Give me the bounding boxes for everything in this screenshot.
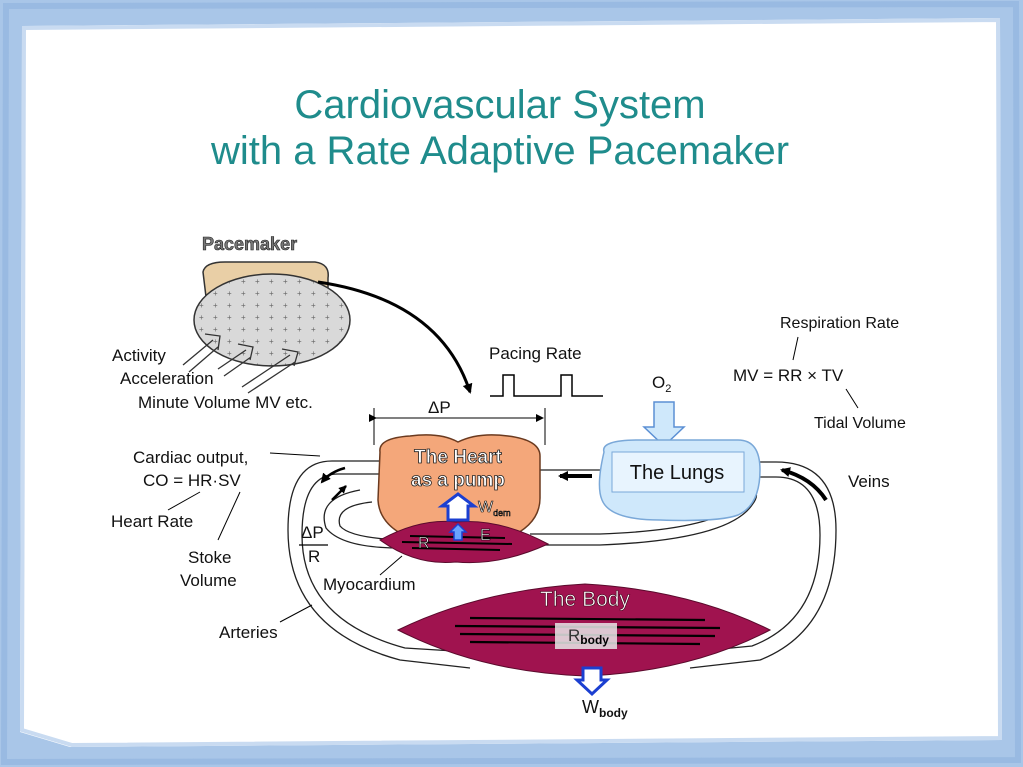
veins-arrow bbox=[780, 467, 828, 502]
title-line-2: with a Rate Adaptive Pacemaker bbox=[210, 129, 790, 173]
circulation-tubes bbox=[287, 460, 837, 669]
myocardium-r-label: R bbox=[418, 535, 430, 552]
title-line-1: Cardiovascular System bbox=[294, 83, 706, 127]
co-equation: CO = HR·SV bbox=[143, 471, 241, 490]
w-dem-arrow bbox=[437, 492, 479, 522]
pacemaker-label: Pacemaker bbox=[202, 234, 297, 254]
minute-volume-label: Minute Volume MV etc. bbox=[138, 393, 313, 412]
w-body-label: Wbody bbox=[582, 697, 628, 720]
heart: The Heart as a pump bbox=[377, 434, 541, 551]
w-dem-inner-arrow bbox=[448, 522, 468, 541]
o2-arrow bbox=[642, 401, 686, 448]
veins-label: Veins bbox=[848, 472, 890, 491]
myocardium-label: Myocardium bbox=[323, 575, 416, 594]
lungs: The Lungs bbox=[598, 439, 761, 522]
volume-label: Volume bbox=[180, 571, 237, 590]
r-body-label: Rbody bbox=[568, 626, 609, 647]
arteries-label: Arteries bbox=[219, 623, 278, 642]
delta-p-label: ΔP bbox=[428, 398, 451, 417]
tidal-leader bbox=[845, 388, 859, 409]
sensor-arrows bbox=[182, 333, 299, 394]
body-label: The Body bbox=[540, 588, 630, 611]
stoke-label: Stoke bbox=[188, 548, 231, 567]
lungs-label: The Lungs bbox=[630, 462, 725, 484]
mv-equation: MV = RR × TV bbox=[733, 366, 844, 385]
artery-arrow bbox=[320, 466, 346, 484]
pacemaker-device: Pacemaker bbox=[182, 234, 351, 394]
heart-label-line-1: The Heart bbox=[414, 447, 502, 468]
respiration-leader bbox=[792, 336, 799, 361]
heart-rate-label: Heart Rate bbox=[111, 512, 193, 531]
dp-fraction-numerator: ΔP bbox=[301, 523, 324, 542]
myocardium-leader bbox=[379, 555, 403, 576]
respiration-rate-label: Respiration Rate bbox=[780, 315, 899, 332]
energy-label: E bbox=[480, 527, 491, 544]
slide-title: Cardiovascular System with a Rate Adapti… bbox=[90, 82, 910, 174]
w-dem-label: Wdem bbox=[478, 499, 511, 518]
myocardial-return-arrow bbox=[331, 485, 347, 501]
pacing-pulse bbox=[490, 374, 603, 397]
arteries-leader bbox=[279, 604, 313, 623]
cardiac-output-leader bbox=[269, 452, 321, 457]
w-body-arrow bbox=[573, 666, 611, 697]
body-muscle: The Body Rbody bbox=[396, 583, 772, 677]
heart-rate-leader bbox=[167, 491, 201, 511]
pacing-arrow bbox=[317, 280, 473, 394]
heart-label-line-2: as a pump bbox=[411, 470, 505, 491]
cardiac-output-label: Cardiac output, bbox=[133, 448, 248, 467]
pacing-rate-label: Pacing Rate bbox=[489, 344, 582, 363]
dp-fraction-denominator: R bbox=[308, 547, 320, 566]
stroke-volume-leader bbox=[217, 491, 241, 541]
acceleration-label: Acceleration bbox=[120, 369, 214, 388]
tidal-volume-label: Tidal Volume bbox=[814, 415, 906, 432]
myocardium-muscle: R E bbox=[379, 520, 550, 564]
activity-label: Activity bbox=[112, 346, 166, 365]
o2-label: O2 bbox=[652, 373, 671, 395]
